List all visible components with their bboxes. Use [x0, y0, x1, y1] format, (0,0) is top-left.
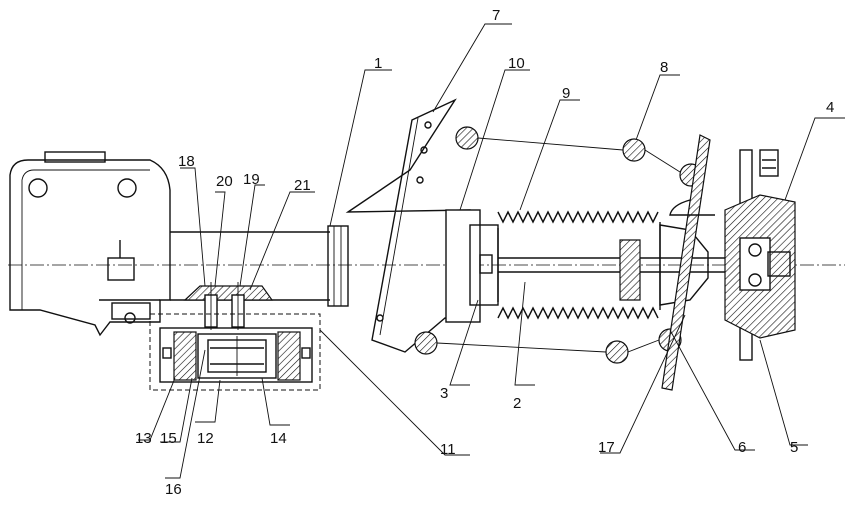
valve-port-fitting — [183, 282, 274, 330]
callout-10: 10 — [508, 55, 525, 72]
upper-spring-seat — [661, 134, 715, 391]
callout-18: 18 — [178, 153, 195, 170]
callout-11: 11 — [440, 441, 456, 458]
callout-21: 21 — [294, 177, 311, 194]
callout-14: 14 — [270, 430, 287, 447]
regenerative-unit — [149, 313, 321, 391]
callout-16: 16 — [165, 481, 182, 498]
piston-rod — [498, 224, 740, 306]
callout-9: 9 — [562, 85, 570, 102]
callout-12: 12 — [197, 430, 214, 447]
callout-4: 4 — [826, 99, 834, 116]
callout-6: 6 — [738, 439, 746, 456]
knuckle-bracket — [9, 151, 171, 337]
callout-1: 1 — [374, 55, 382, 72]
callout-15: 15 — [160, 430, 177, 447]
callout-2: 2 — [513, 395, 521, 412]
callout-20: 20 — [216, 173, 233, 190]
callout-19: 19 — [243, 171, 260, 188]
callout-3: 3 — [440, 385, 448, 402]
bump-stop — [445, 209, 499, 323]
callout-8: 8 — [660, 59, 668, 76]
callout-13: 13 — [135, 430, 152, 447]
callout-labels: 1 2 3 4 5 6 7 8 9 10 11 12 13 14 15 16 1… — [135, 7, 834, 498]
coil-spring-sections — [414, 126, 703, 364]
callout-7: 7 — [492, 7, 500, 24]
top-mount — [724, 149, 796, 361]
callout-17: 17 — [598, 439, 615, 456]
callout-5: 5 — [790, 439, 798, 456]
leader-lines — [138, 23, 845, 479]
